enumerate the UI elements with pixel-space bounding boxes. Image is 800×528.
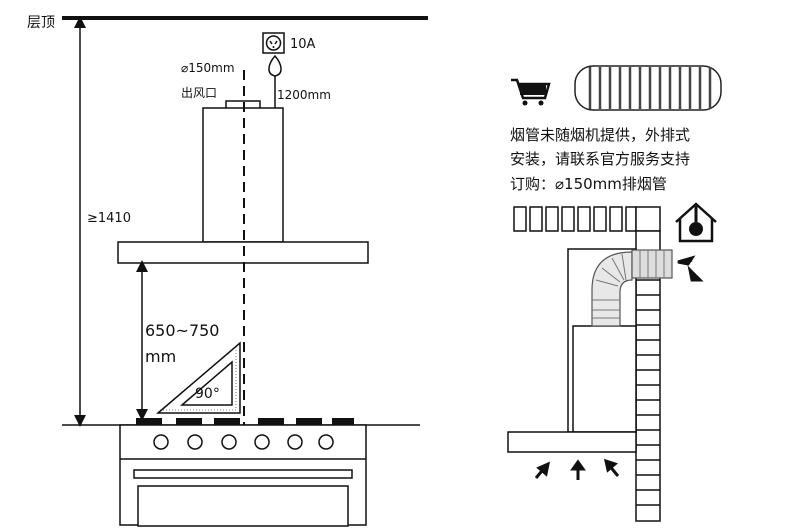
total-height-label: ≥1410: [87, 211, 131, 226]
note-line-1: 烟管未随烟机提供，外排式: [510, 126, 690, 144]
intake-arrows: [534, 458, 620, 480]
hood-height-unit: mm: [145, 347, 176, 366]
duct-elbow: [591, 249, 673, 327]
exhaust-duct-image: [574, 65, 722, 111]
shopping-cart-icon: [511, 78, 551, 106]
wall-top-bricks: [513, 206, 661, 232]
side-install-view: 烟管未随烟机提供，外排式 安装，请联系官方服务支持 订购：⌀150mm排烟管: [507, 65, 722, 522]
socket-rating: 10A: [290, 37, 316, 52]
house-exhaust-icon: [675, 202, 717, 243]
outlet-label: 出风口: [181, 86, 217, 100]
cord-length-label: 1200mm: [277, 88, 331, 102]
note-line-3: 订购：⌀150mm排烟管: [510, 175, 667, 193]
exhaust-arrows: [677, 255, 704, 282]
socket-icon: [262, 32, 285, 54]
angle-label: 90°: [195, 386, 220, 402]
front-install-view: 层顶 ≥1410 10A 1200mm ⌀150mm 出风口 650~750 m…: [27, 15, 428, 527]
hood-height-range: 650~750: [145, 321, 219, 340]
side-hood-canopy: [507, 431, 637, 453]
duct-diameter-label: ⌀150mm: [181, 61, 235, 75]
note-line-2: 安装，请联系官方服务支持: [510, 150, 690, 168]
stove: [119, 418, 367, 527]
side-hood-body: [572, 325, 637, 433]
plug-icon: [268, 54, 282, 77]
ceiling-label: 层顶: [27, 15, 55, 31]
set-square-icon: 90°: [155, 341, 241, 414]
